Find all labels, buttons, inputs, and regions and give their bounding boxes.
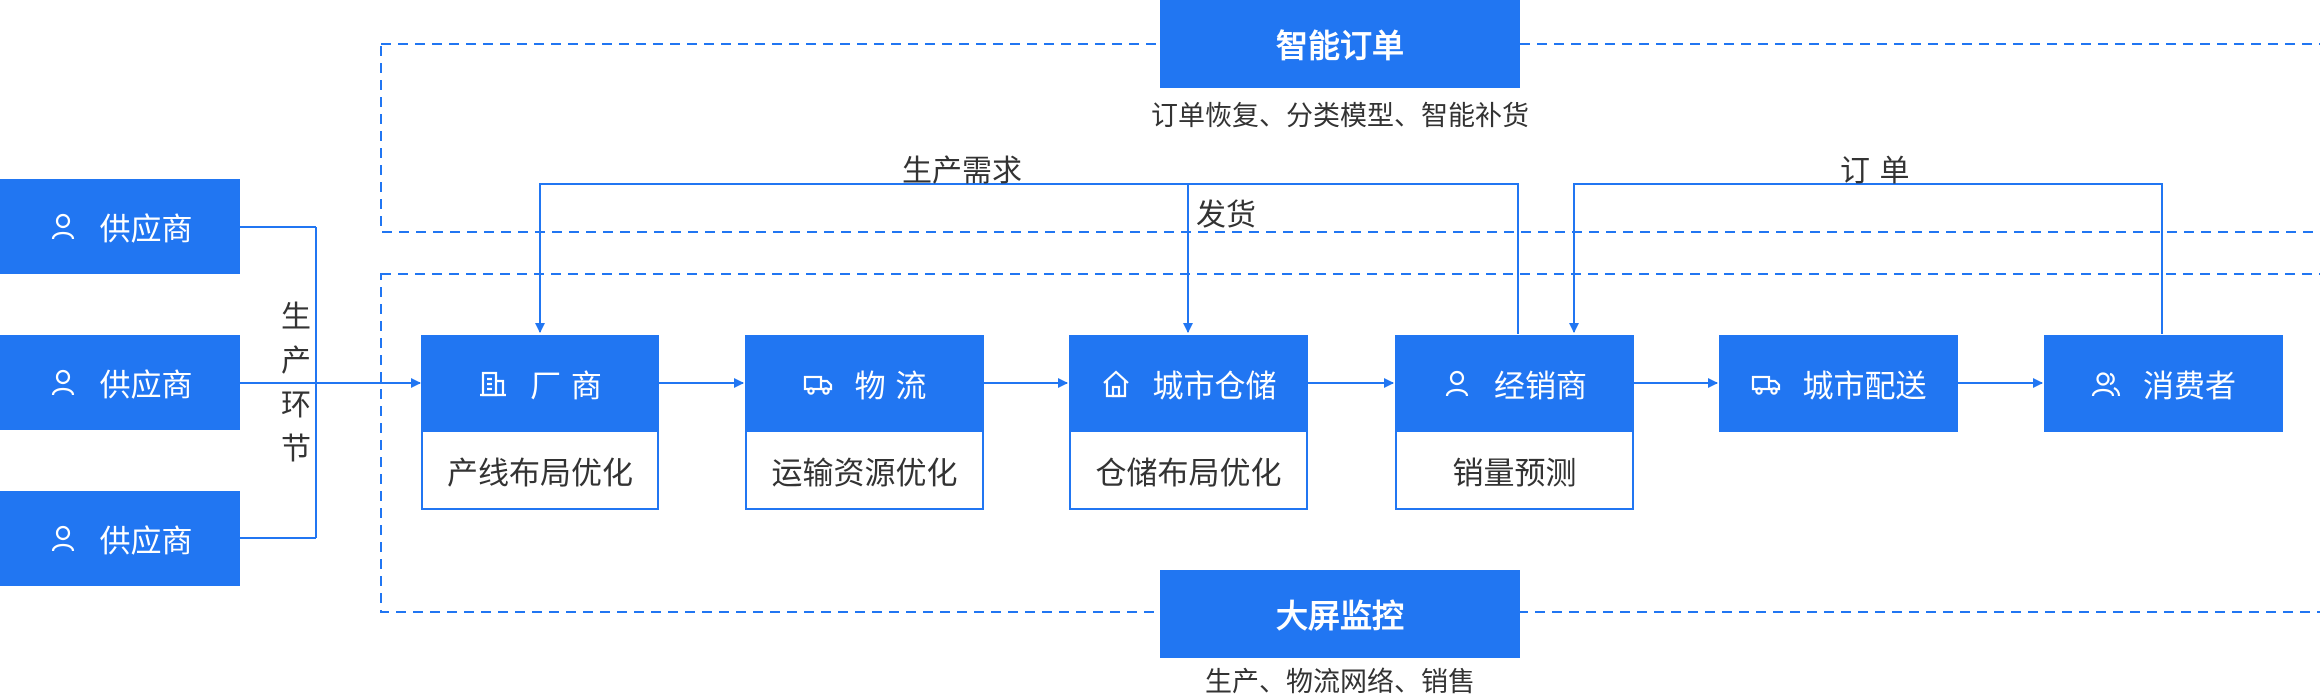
supplier-bracket: [240, 226, 421, 539]
supplier-label: 供应商: [99, 212, 193, 248]
node-sub-logistics: 运输资源优化: [745, 430, 984, 510]
node-label: 城市仓储: [1152, 369, 1277, 405]
node-label: 经销商: [1494, 369, 1587, 405]
smart-order-region: [380, 43, 2320, 233]
smart-order-title: 智能订单: [1160, 0, 1520, 88]
user-icon: [1442, 369, 1472, 399]
order-label: 订 单: [1840, 154, 1910, 189]
node-label: 物 流: [854, 369, 927, 405]
node-label: 厂 商: [530, 369, 602, 405]
truck-icon: [803, 369, 833, 399]
supplier-label: 供应商: [99, 524, 193, 560]
node-distributor[interactable]: 经销商: [1395, 335, 1634, 432]
production-link-label: 生 产 环 节: [281, 300, 311, 467]
node-sub-city-warehouse: 仓储布局优化: [1069, 430, 1308, 510]
node-city-delivery[interactable]: 城市配送: [1719, 335, 1958, 432]
node-consumer[interactable]: 消费者: [2044, 335, 2283, 432]
truck-icon: [1751, 369, 1781, 399]
home-icon: [1101, 369, 1131, 399]
demand-loop: [535, 183, 1519, 334]
supplier-box[interactable]: 供应商: [0, 491, 240, 586]
smart-order-caption: 订单恢复、分类模型、智能补货: [1151, 101, 1529, 132]
node-label: 消费者: [2143, 369, 2236, 405]
user-icon: [48, 368, 78, 398]
node-city-warehouse[interactable]: 城市仓储: [1069, 335, 1308, 432]
node-label: 城市配送: [1802, 369, 1927, 405]
node-manufacturer[interactable]: 厂 商: [421, 335, 659, 432]
production-demand-label: 生产需求: [902, 154, 1022, 189]
node-sub-distributor: 销量预测: [1395, 430, 1634, 510]
supplier-box[interactable]: 供应商: [0, 335, 240, 430]
big-screen-title: 大屏监控: [1160, 570, 1520, 658]
shipping-label: 发货: [1196, 198, 1256, 233]
supplier-box[interactable]: 供应商: [0, 179, 240, 274]
building-icon: [478, 369, 508, 399]
order-loop: [1569, 183, 2163, 334]
node-logistics[interactable]: 物 流: [745, 335, 984, 432]
supplier-label: 供应商: [99, 368, 193, 404]
big-screen-caption: 生产、物流网络、销售: [1205, 667, 1475, 698]
user-icon: [48, 212, 78, 242]
operations-region: [380, 273, 2320, 613]
user-icon: [48, 524, 78, 554]
users-icon: [2091, 369, 2121, 399]
node-sub-manufacturer: 产线布局优化: [421, 430, 659, 510]
